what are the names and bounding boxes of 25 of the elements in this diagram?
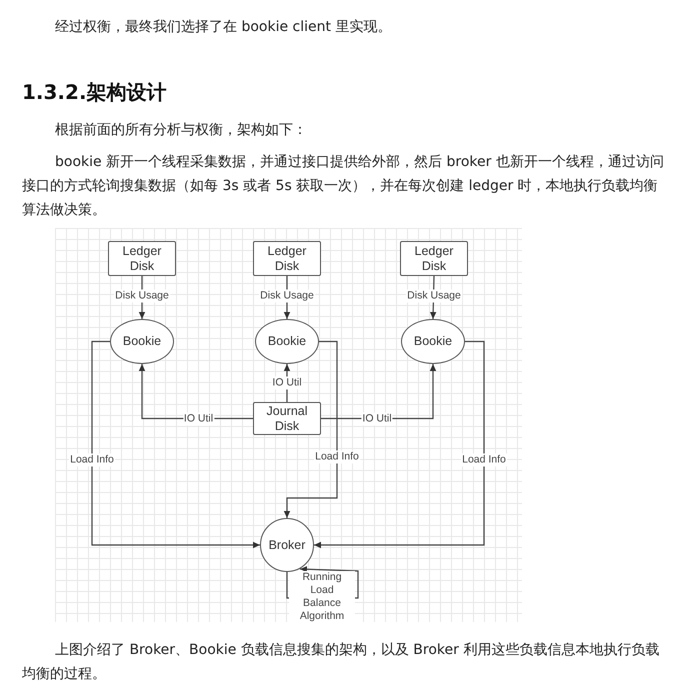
edge-label: Running Load Balance Algorithm (289, 571, 355, 623)
paragraph: 根据前面的所有分析与权衡，架构如下： (55, 121, 308, 140)
edge-label: Load Info (461, 454, 507, 466)
node-label: Broker (268, 538, 306, 552)
edge-label: Disk Usage (406, 289, 462, 302)
node-label: Bookie (414, 334, 452, 349)
edge-label: Load Info (314, 450, 360, 464)
paragraph: bookie 新开一个线程采集数据，并通过接口提供给外部，然后 broker 也新开一个线程，通过访问接口的方式轮询搜集数据（如每 3s 或者 5s 获取一次），并在每次创建 ledger 时，本地执行负载均衡算法做决策。 (22, 153, 665, 220)
node-label: Bookie (122, 334, 162, 349)
section-heading: 1.3.2.架构设计 (22, 79, 167, 106)
node-label: Ledger Disk (414, 244, 454, 274)
edge-label: Disk Usage (114, 289, 170, 302)
paragraph: 经过权衡，最终我们选择了在 bookie client 里实现。 (55, 18, 392, 37)
edge-label: Load Info (69, 454, 115, 466)
node-label: Bookie (268, 334, 306, 349)
edge-label: Disk Usage (259, 289, 315, 302)
node-label: Ledger Disk (266, 244, 308, 274)
arrow (91, 340, 260, 548)
node-label: Journal Disk (266, 404, 308, 434)
paragraph: 上图介绍了 Broker、Bookie 负载信息搜集的架构，以及 Broker 利用这些负载信息本地执行负载均衡的过程。 (22, 641, 660, 684)
arrow (314, 340, 485, 548)
edge-label: IO Util (361, 412, 393, 425)
node-label: Ledger Disk (122, 244, 162, 274)
edge-label: IO Util (271, 376, 303, 390)
arrow (284, 340, 338, 518)
